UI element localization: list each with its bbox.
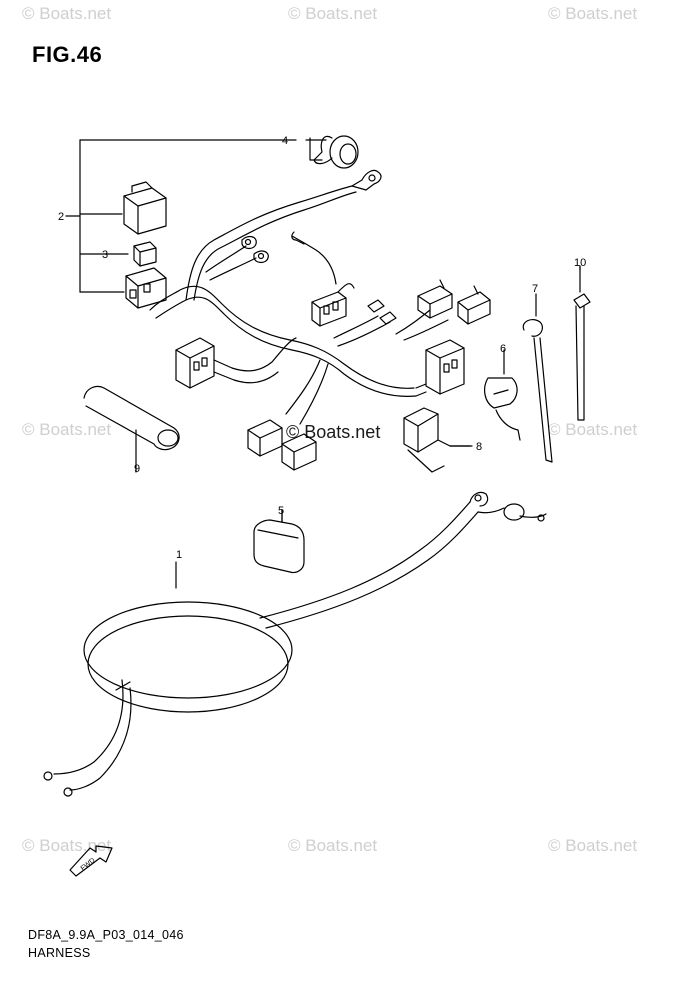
watermark: © Boats.net <box>22 420 112 439</box>
watermark: © Boats.net <box>288 4 378 23</box>
fwd-arrow-icon <box>69 845 113 877</box>
callout-10: 10 <box>574 257 586 269</box>
fuse-part-3 <box>133 241 157 267</box>
holder-part-8 <box>403 407 473 473</box>
cap-part-5 <box>253 509 305 574</box>
callout-1: 1 <box>176 549 182 561</box>
figure-code: DF8A_9.9A_P03_014_046 <box>28 928 184 942</box>
callout-7: 7 <box>532 283 538 295</box>
watermark: © Boats.net <box>548 4 638 23</box>
cable-tie-part-7 <box>522 295 553 463</box>
tube-part-9 <box>83 385 180 459</box>
figure-title: FIG.46 <box>32 42 103 67</box>
watermark: © Boats.net <box>22 4 112 23</box>
callout-2: 2 <box>58 211 64 223</box>
watermark: © Boats.net <box>22 836 112 855</box>
callout-5: 5 <box>278 505 284 517</box>
clip-part-6 <box>484 355 521 441</box>
callout-3: 3 <box>102 249 108 261</box>
battery-cable-part-1 <box>43 491 547 797</box>
fwd-label: FWD <box>80 857 97 872</box>
grommet-part-4 <box>305 135 359 169</box>
callout-6: 6 <box>500 343 506 355</box>
relay-holder <box>125 267 167 309</box>
callout-8: 8 <box>476 441 482 453</box>
center-watermark: © Boats.net <box>286 422 381 442</box>
watermark: © Boats.net <box>548 420 638 439</box>
cable-tie-part-10 <box>573 265 591 421</box>
figure-name: HARNESS <box>28 946 91 960</box>
engine-harness-upper <box>149 169 491 471</box>
callout-4: 4 <box>282 135 288 147</box>
relay-part-2 <box>123 181 167 235</box>
watermark: © Boats.net <box>288 836 378 855</box>
watermark: © Boats.net <box>548 836 638 855</box>
callout-9: 9 <box>134 463 140 475</box>
